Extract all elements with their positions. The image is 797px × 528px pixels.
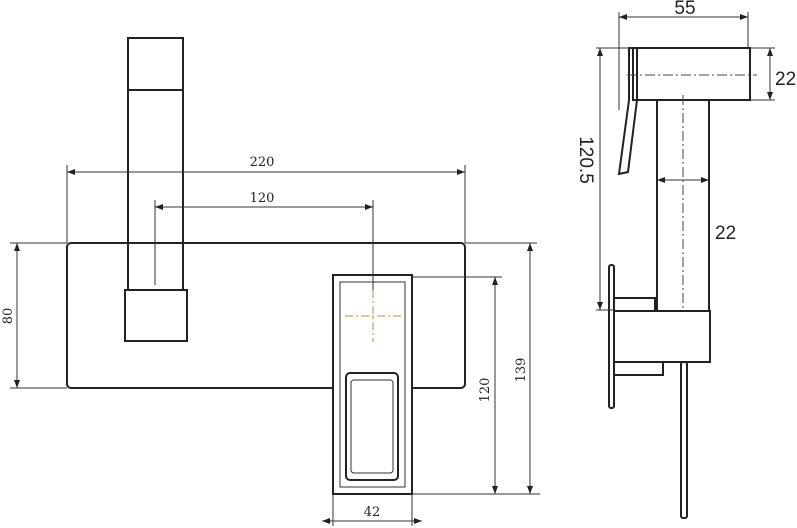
sprayer-head (632, 47, 751, 101)
dimension-220: 220 (66, 155, 466, 243)
side-view: 55 22 120.5 22 (575, 0, 796, 519)
sprayer-trigger (617, 47, 638, 176)
dimension-120-handle: 120 (412, 276, 540, 495)
svg-text:120: 120 (478, 378, 493, 403)
svg-text:55: 55 (674, 0, 695, 19)
svg-text:120: 120 (250, 191, 275, 206)
holder-bracket (613, 297, 656, 312)
dimension-139: 139 (465, 242, 537, 494)
holder-lower-bracket (613, 361, 664, 376)
svg-text:22: 22 (775, 69, 796, 90)
hose-pin (680, 361, 688, 519)
svg-text:120.5: 120.5 (575, 136, 596, 184)
dimension-120-center: 120 (154, 191, 374, 290)
wall-plate (66, 242, 466, 389)
center-cross (345, 290, 401, 342)
svg-text:22: 22 (715, 223, 736, 244)
svg-text:220: 220 (250, 155, 275, 170)
holder-body (613, 310, 711, 363)
dimension-55: 55 (618, 0, 749, 110)
dimension-120-5: 120.5 (575, 47, 633, 311)
dimension-22-head: 22 (750, 47, 796, 101)
dimension-22-stem: 22 (657, 177, 736, 244)
spout-base (124, 289, 188, 342)
svg-text:42: 42 (364, 505, 381, 520)
dimension-80: 80 (1, 242, 67, 389)
lever (345, 372, 399, 481)
dimension-42: 42 (322, 494, 422, 526)
svg-text:139: 139 (514, 358, 529, 383)
svg-text:80: 80 (1, 308, 16, 325)
lever-inner (350, 379, 394, 474)
front-view: 220 120 80 120 139 (1, 37, 540, 526)
